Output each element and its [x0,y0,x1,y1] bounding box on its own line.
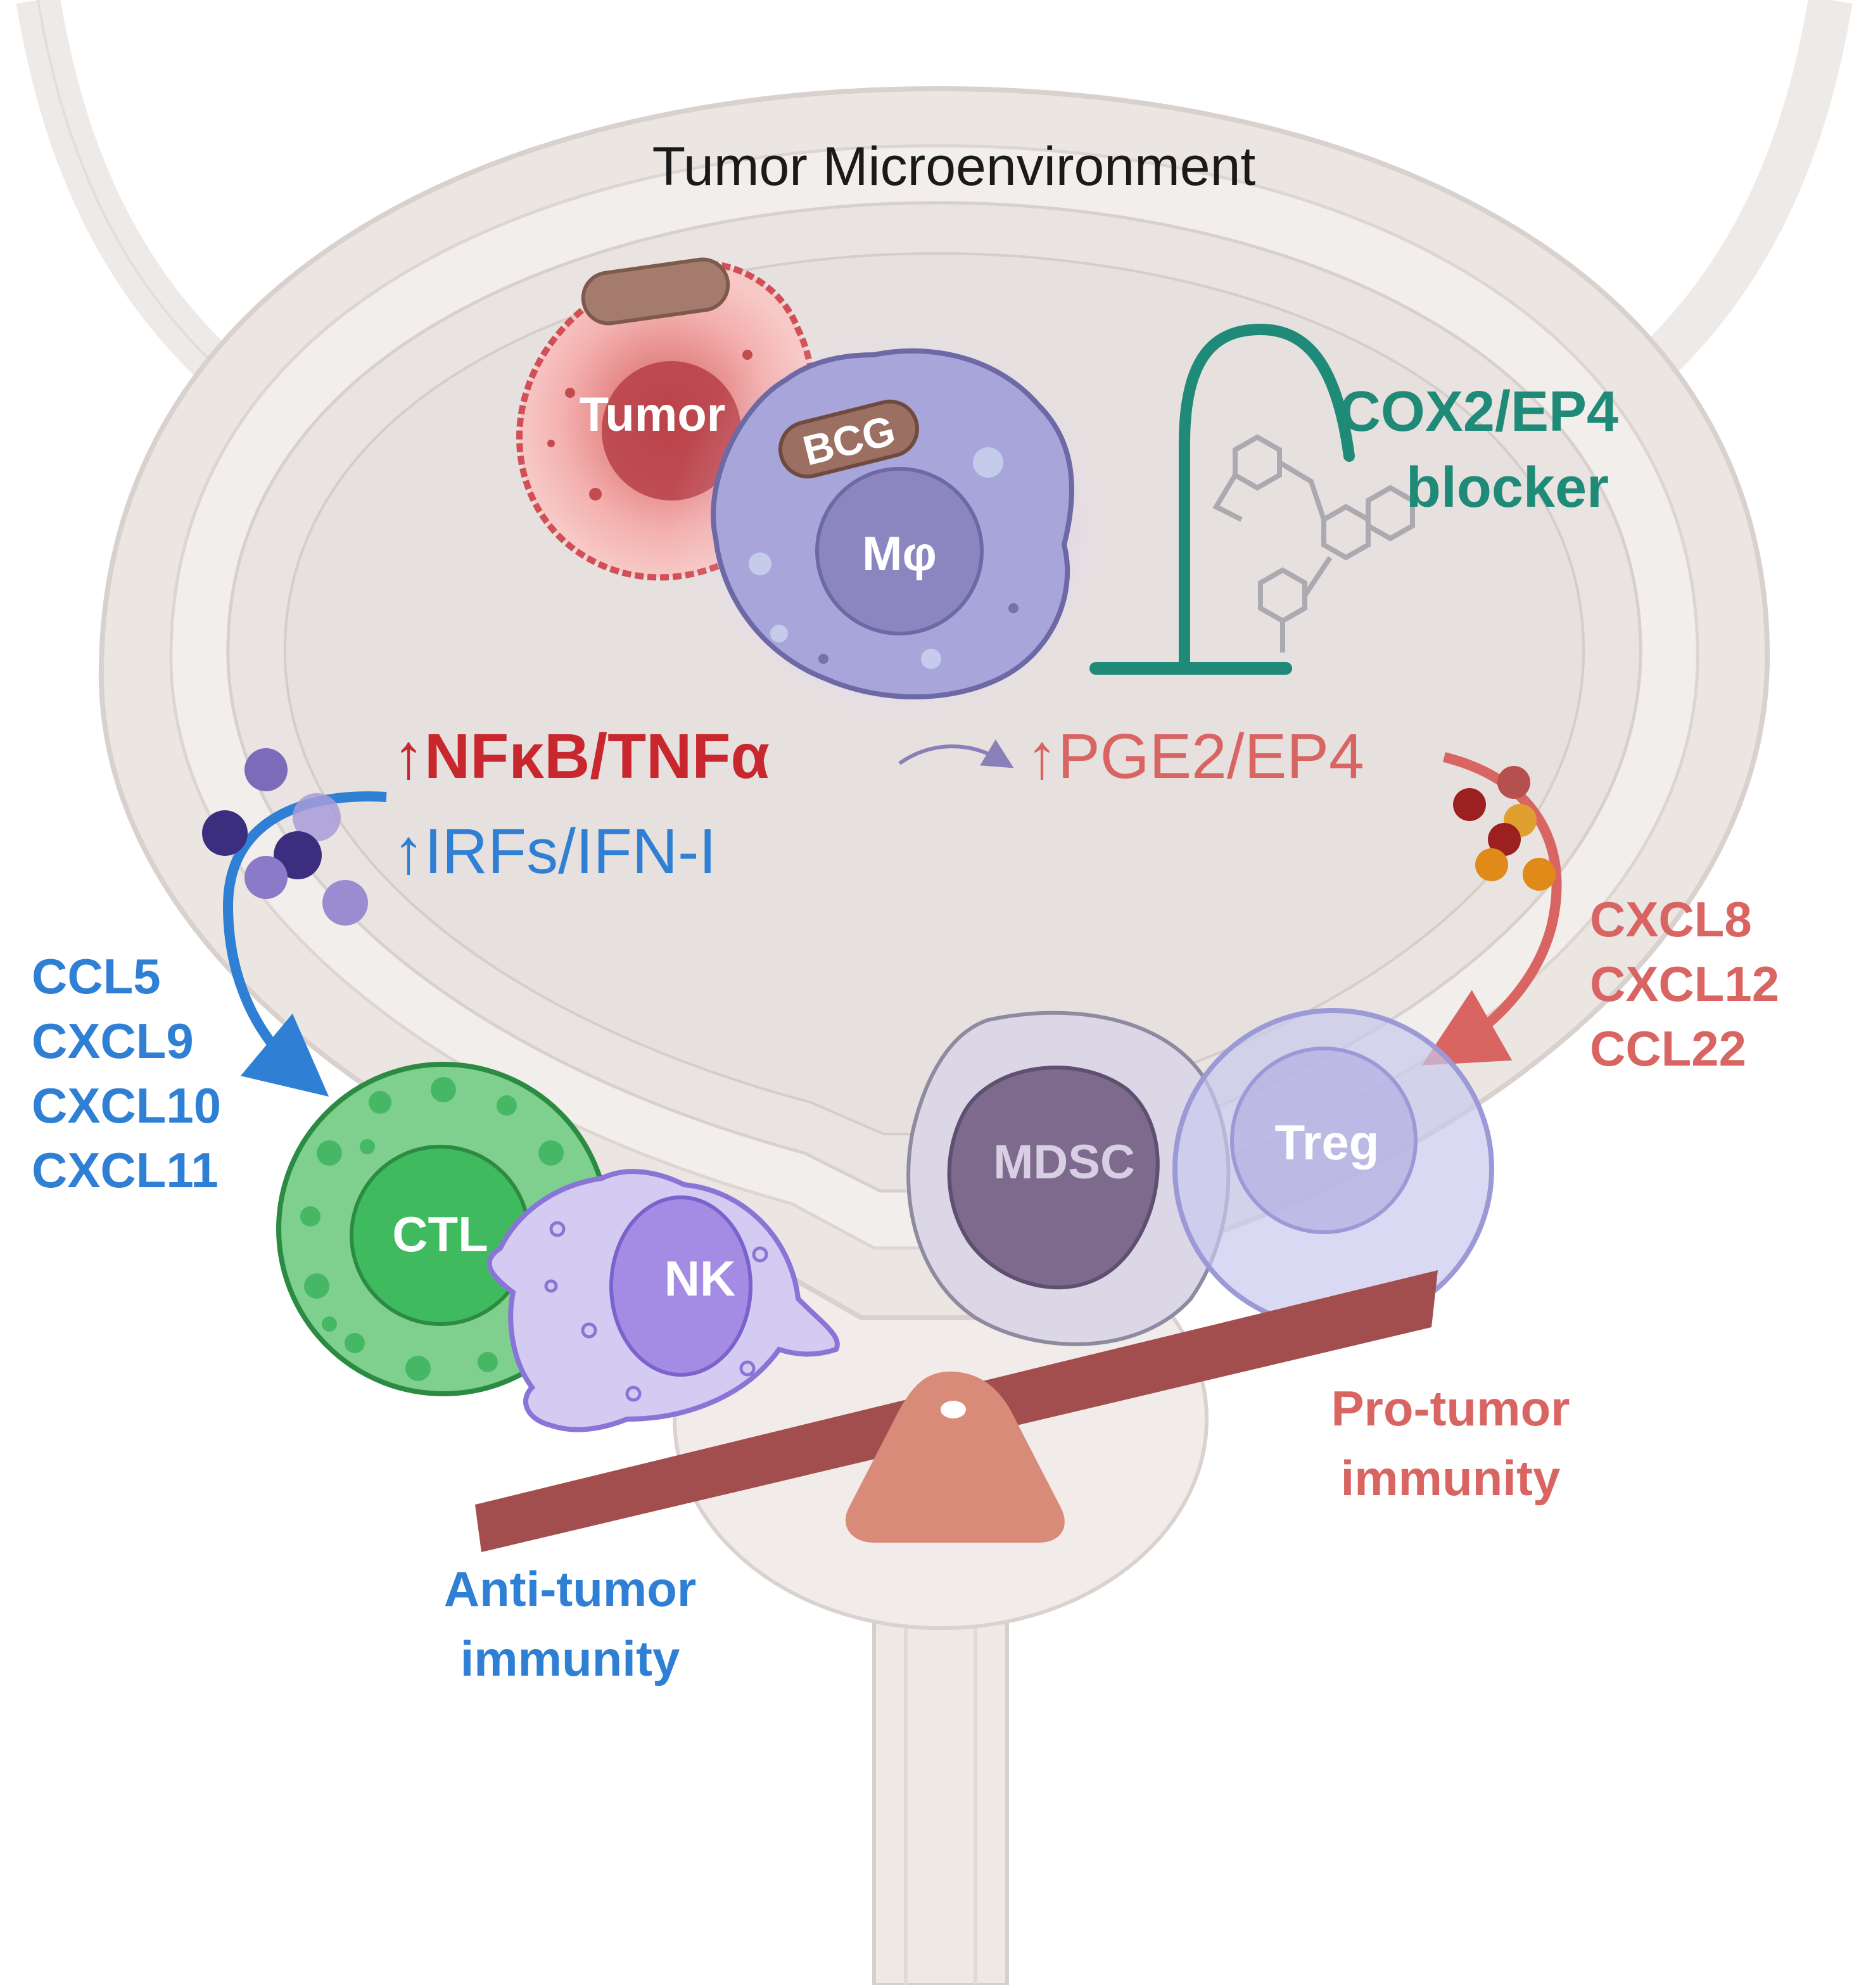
mdsc-label: MDSC [993,1135,1135,1189]
pathway-arrow [898,739,1014,768]
pge2-ep4-label: ↑PGE2/EP4 [1026,721,1364,792]
treg-label: Treg [1275,1114,1380,1170]
chemokine-anti-3: CXCL11 [32,1142,219,1198]
blocker-line2: blocker [1406,456,1609,519]
chemokine-particles-red [1453,766,1556,891]
pro-tumor-line2: immunity [1341,1450,1561,1506]
ctl-cell: CTL [276,1062,611,1396]
nfkb-tnfa-label: ↑NFκB/TNFα [393,721,770,792]
bcg-bacterium: BCG [778,399,920,479]
chemokine-pro-2: CCL22 [1590,1021,1746,1076]
anti-tumor-line2: immunity [460,1631,680,1686]
pro-tumor-line1: Pro-tumor [1331,1380,1570,1436]
nk-cell: NK [486,1169,840,1432]
mdsc-cell: MDSC [906,1010,1231,1346]
drug-molecule-icon [1212,434,1415,653]
anti-tumor-label: Anti-tumor immunity [444,1561,697,1686]
chemokine-anti-1: CXCL9 [32,1013,194,1069]
diagram-title: Tumor Microenvironment [652,136,1256,197]
chemokine-pro-1: CXCL12 [1590,956,1779,1012]
inhibition-bar [1089,323,1355,675]
blocker-label: COX2/EP4 blocker [1340,380,1618,519]
irfs-ifn-label: ↑IRFs/IFN-I [393,816,716,887]
pro-tumor-label: Pro-tumor immunity [1331,1380,1570,1506]
chemokine-particles-blue [202,748,368,926]
balance-fulcrum [845,1372,1065,1543]
chemokines-anti-list: CCL5 CXCL9 CXCL10 CXCL11 [32,948,221,1198]
chemokine-pro-0: CXCL8 [1590,891,1752,947]
anti-tumor-line1: Anti-tumor [444,1561,697,1617]
chemokine-anti-2: CXCL10 [32,1078,221,1133]
chemokines-pro-list: CXCL8 CXCL12 CCL22 [1590,891,1779,1076]
treg-cell: Treg [1172,1008,1494,1330]
ctl-label: CTL [392,1206,488,1262]
nk-label: NK [664,1251,736,1306]
blocker-line1: COX2/EP4 [1340,380,1618,443]
macrophage-cell: BCG Mφ [711,348,1074,699]
macrophage-label: Mφ [862,527,937,581]
chemokine-anti-0: CCL5 [32,948,161,1004]
